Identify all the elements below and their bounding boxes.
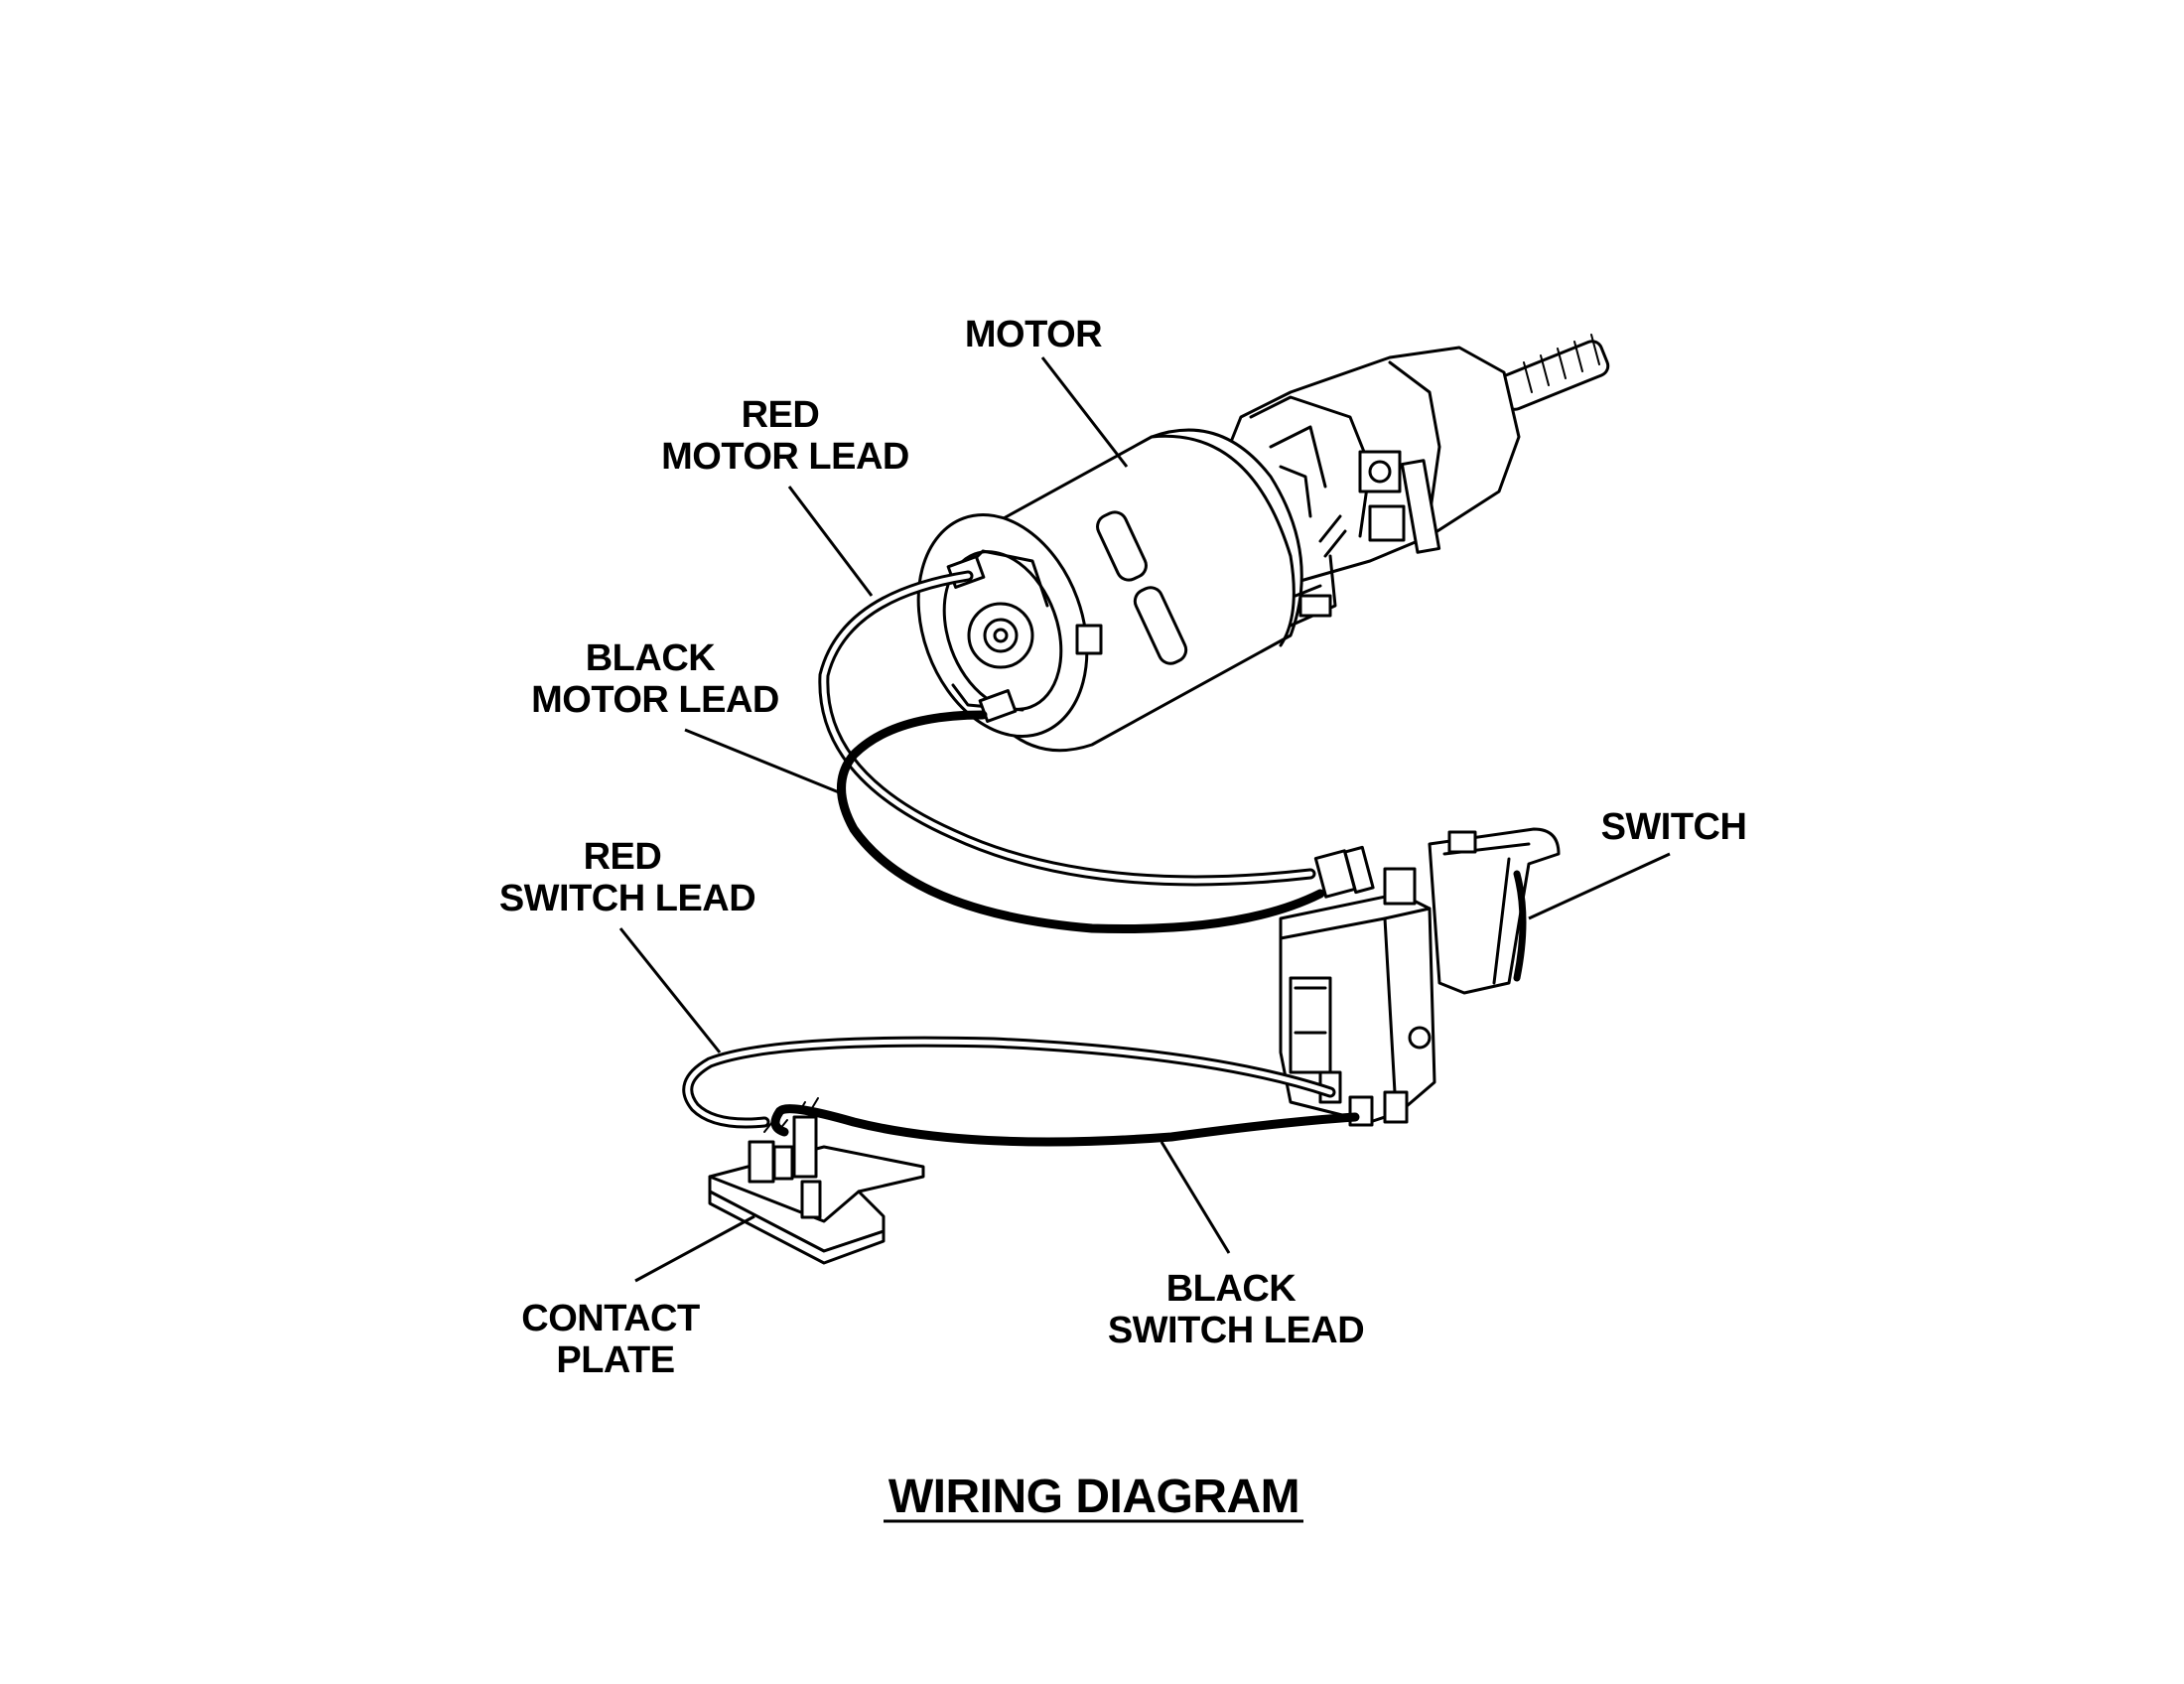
motor-label-line-1: MOTOR — [965, 314, 1102, 355]
red-switch-lead-label: RED SWITCH LEAD — [499, 836, 755, 919]
red-switch-lead-wire — [682, 1036, 1336, 1129]
black-motor-lead-label-line-1: BLACK — [586, 637, 717, 679]
black-motor-lead-wire — [837, 710, 1325, 934]
contact-plate-label: CONTACT PLATE — [521, 1298, 710, 1381]
contact-plate — [708, 1097, 925, 1265]
switch-label-line-1: SWITCH — [1601, 806, 1747, 848]
red-motor-lead-label-line-2: MOTOR LEAD — [661, 436, 909, 478]
red-switch-lead-leader — [618, 927, 722, 1053]
contact-plate-label-line-1: CONTACT — [521, 1298, 700, 1339]
black-switch-lead-wire — [770, 1104, 1360, 1147]
motor-shaft — [1497, 334, 1610, 411]
black-motor-lead-leader — [684, 728, 845, 796]
black-switch-lead-label: BLACK SWITCH LEAD — [1108, 1268, 1364, 1351]
black-motor-lead-label: BLACK MOTOR LEAD — [531, 637, 779, 721]
switch-leader — [1528, 852, 1671, 920]
motor-leader — [1040, 356, 1129, 468]
red-motor-lead-label-line-1: RED — [742, 394, 820, 436]
switch-label: SWITCH — [1601, 806, 1747, 848]
black-switch-lead-label-line-2: SWITCH LEAD — [1108, 1310, 1364, 1351]
black-motor-lead-label-line-2: MOTOR LEAD — [531, 679, 779, 721]
motor — [916, 334, 1610, 753]
motor-gearbox — [1219, 346, 1521, 583]
red-motor-lead-label: RED MOTOR LEAD — [661, 394, 909, 478]
contact-plate-label-line-2: PLATE — [556, 1339, 674, 1381]
motor-label: MOTOR — [965, 314, 1102, 355]
diagram-title: WIRING DIAGRAM — [888, 1471, 1299, 1523]
red-motor-lead-wire — [818, 570, 1316, 887]
red-switch-lead-label-line-1: RED — [584, 836, 662, 878]
black-switch-lead-label-line-1: BLACK — [1166, 1268, 1297, 1310]
contact-plate-leader — [634, 1214, 755, 1283]
motor-end-cap — [916, 513, 1103, 738]
black-switch-lead-leader — [1160, 1141, 1231, 1254]
red-switch-lead-label-line-2: SWITCH LEAD — [499, 878, 755, 919]
switch — [1279, 827, 1561, 1127]
red-motor-lead-leader — [787, 486, 874, 597]
diagram-title-text: WIRING DIAGRAM — [888, 1471, 1299, 1523]
